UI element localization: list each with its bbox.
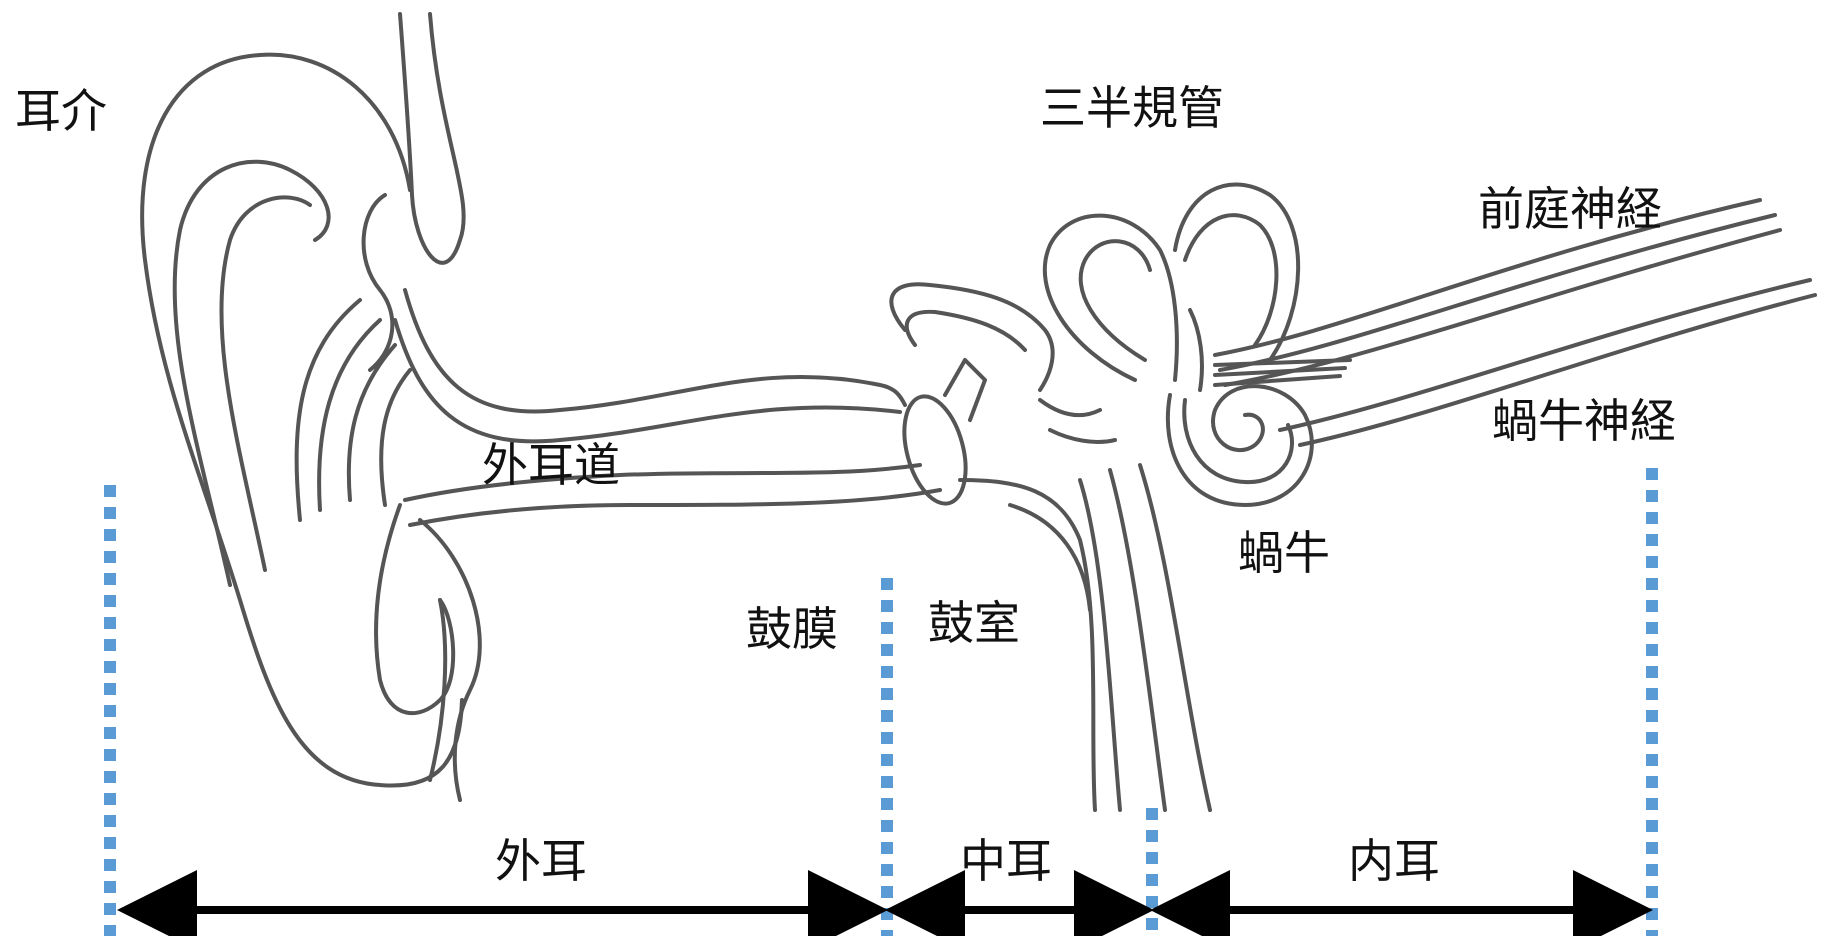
vestibular-nerve-label: 前庭神経 [1478,182,1662,236]
auricle-outline [398,12,466,265]
middle-ear-label: 中耳 [960,834,1052,888]
eustachian-tube [958,478,1097,812]
tympanic-cavity-label: 鼓室 [928,596,1020,650]
semicircular-canals [1043,213,1179,382]
eardrum-label: 鼓膜 [746,602,838,656]
auricle-label: 耳介 [15,84,107,138]
eardrum-shape [902,394,968,506]
ear-canal-upper [403,288,907,414]
ear-canal-label: 外耳道 [482,438,620,492]
cochlear-nerve-label: 蝸牛神経 [1492,394,1676,448]
inner-ear-label: 内耳 [1348,834,1440,888]
auricle-outer-rim [140,52,464,788]
vestibular-nerve [1213,198,1762,357]
cochlea-spiral [1165,384,1314,507]
outer-ear-label: 外耳 [495,834,587,888]
cochlear-nerve [1278,278,1812,432]
semicircular-canals-label: 三半規管 [1040,81,1224,135]
cochlea-label: 蝸牛 [1238,526,1330,580]
ear-canal-lower [403,463,922,502]
auricle-inner-fold [172,159,331,587]
